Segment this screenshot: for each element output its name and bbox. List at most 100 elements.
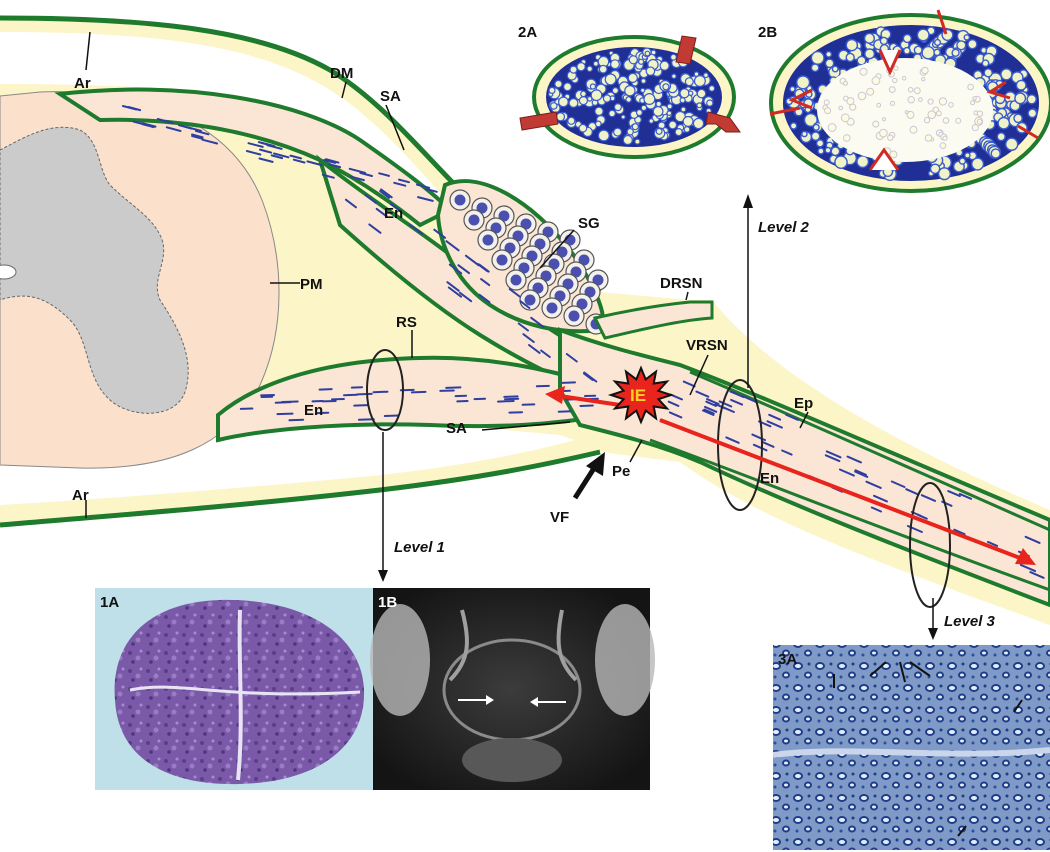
axon-dash [752, 443, 768, 452]
nerve-fiber [637, 58, 645, 65]
axon-dash [582, 372, 594, 381]
nerve-fiber [693, 74, 706, 87]
nerve-fiber [933, 48, 941, 57]
axon-dash [741, 395, 758, 404]
axon-dash [702, 409, 715, 416]
axon-dash [289, 154, 302, 160]
nerve-fiber [655, 127, 663, 135]
nerve-fiber [562, 82, 572, 92]
label-pe: Pe [612, 463, 630, 480]
degenerated-fiber [866, 87, 875, 96]
axon-dash [517, 322, 529, 332]
axon-dash [424, 187, 438, 193]
nerve-fiber [997, 116, 1011, 130]
panel-3a-semithin: 3A [772, 645, 1050, 850]
degenerated-fiber [906, 110, 915, 119]
label-vrsn: VRSN [686, 337, 728, 354]
axon-dash [364, 194, 377, 204]
axon-dash [292, 158, 306, 164]
axon-dash [447, 286, 463, 298]
nerve-fiber [933, 38, 942, 47]
nerve-fiber [902, 33, 912, 44]
label-en-trunk: En [760, 470, 779, 487]
injury-arrows [545, 386, 1036, 565]
axon-dash [519, 300, 531, 309]
degenerated-fiber [904, 110, 909, 115]
panel-label-1b: 1B [378, 594, 397, 611]
axon-dash [433, 228, 447, 239]
ganglion-nucleus [576, 298, 588, 310]
nerve-fiber [958, 157, 967, 165]
degenerated-fiber [859, 67, 868, 76]
nerve-fiber [602, 94, 612, 103]
ganglion-nucleus [520, 218, 532, 230]
label-ep: Ep [794, 395, 813, 412]
axon-dash [705, 400, 717, 407]
ganglion-nucleus [542, 226, 554, 238]
axon-dash [121, 105, 137, 111]
degenerated-fiber [901, 75, 907, 81]
degenerated-fiber [918, 97, 923, 102]
degenerated-fiber [892, 77, 898, 84]
nerve-fiber [548, 86, 556, 95]
injury-epicenter-burst: IE [607, 365, 675, 425]
nerve-fiber [666, 110, 673, 117]
nerve-fiber [834, 155, 848, 169]
nerve-fiber [640, 87, 646, 94]
dorsal-ramus-branch [592, 300, 714, 340]
nerve-fiber [696, 88, 707, 99]
ie-label: IE [630, 386, 646, 405]
axon-dash [761, 440, 775, 448]
degenerated-fiber [824, 107, 832, 115]
nerve-fiber [590, 89, 603, 102]
degenerated-fiber [838, 105, 844, 111]
ganglion-nucleus [498, 210, 510, 222]
nerve-fiber [674, 110, 686, 123]
ganglion-nucleus [524, 294, 536, 306]
level-1-ring [366, 349, 404, 431]
nerve-fiber [578, 123, 588, 133]
nerve-fiber [1014, 92, 1027, 105]
nerve-fiber [688, 90, 694, 97]
axon-dash [389, 202, 400, 211]
axon-dash [372, 390, 389, 394]
degenerated-fiber [849, 103, 857, 111]
axon-dash [410, 390, 427, 394]
nerve-fiber [624, 84, 636, 97]
label-level-1: Level 1 [394, 539, 445, 556]
degenerated-fiber [971, 124, 979, 132]
nerve-fiber [684, 77, 694, 87]
degenerated-fiber [887, 134, 894, 141]
nerve-fiber [627, 72, 638, 84]
degenerated-fiber [924, 134, 933, 142]
nerve-fiber [682, 115, 694, 127]
axon-dash [375, 207, 388, 218]
axon-dash [480, 278, 491, 287]
label-level-2: Level 2 [758, 219, 810, 236]
nerve-fiber [903, 46, 911, 55]
degenerated-fiber [942, 117, 950, 124]
axon-dash [323, 159, 337, 164]
nerve-fiber [963, 34, 971, 41]
spinal-ganglion [435, 179, 609, 335]
axon-dash [530, 316, 545, 329]
axon-dash [194, 129, 210, 136]
degenerated-fiber [942, 135, 948, 141]
nerve-fiber [706, 99, 714, 107]
axon-dash [890, 480, 906, 488]
nerve-fiber [1015, 79, 1027, 91]
label-drsn: DRSN [660, 275, 703, 292]
axon-dash [565, 353, 578, 363]
nerve-fiber [578, 95, 589, 106]
axon-dash [873, 494, 888, 503]
nerve-fiber [1005, 137, 1019, 151]
nerve-fiber [594, 120, 602, 128]
axon-dash [353, 404, 369, 407]
nerve-fiber [810, 50, 825, 65]
label-sg: SG [578, 215, 600, 232]
axon-dash [259, 148, 273, 154]
degenerated-fiber [935, 110, 942, 117]
distal-arrow-shaft [659, 418, 1021, 560]
distal-arrowhead [1015, 548, 1036, 565]
ganglion-nucleus [526, 250, 538, 262]
